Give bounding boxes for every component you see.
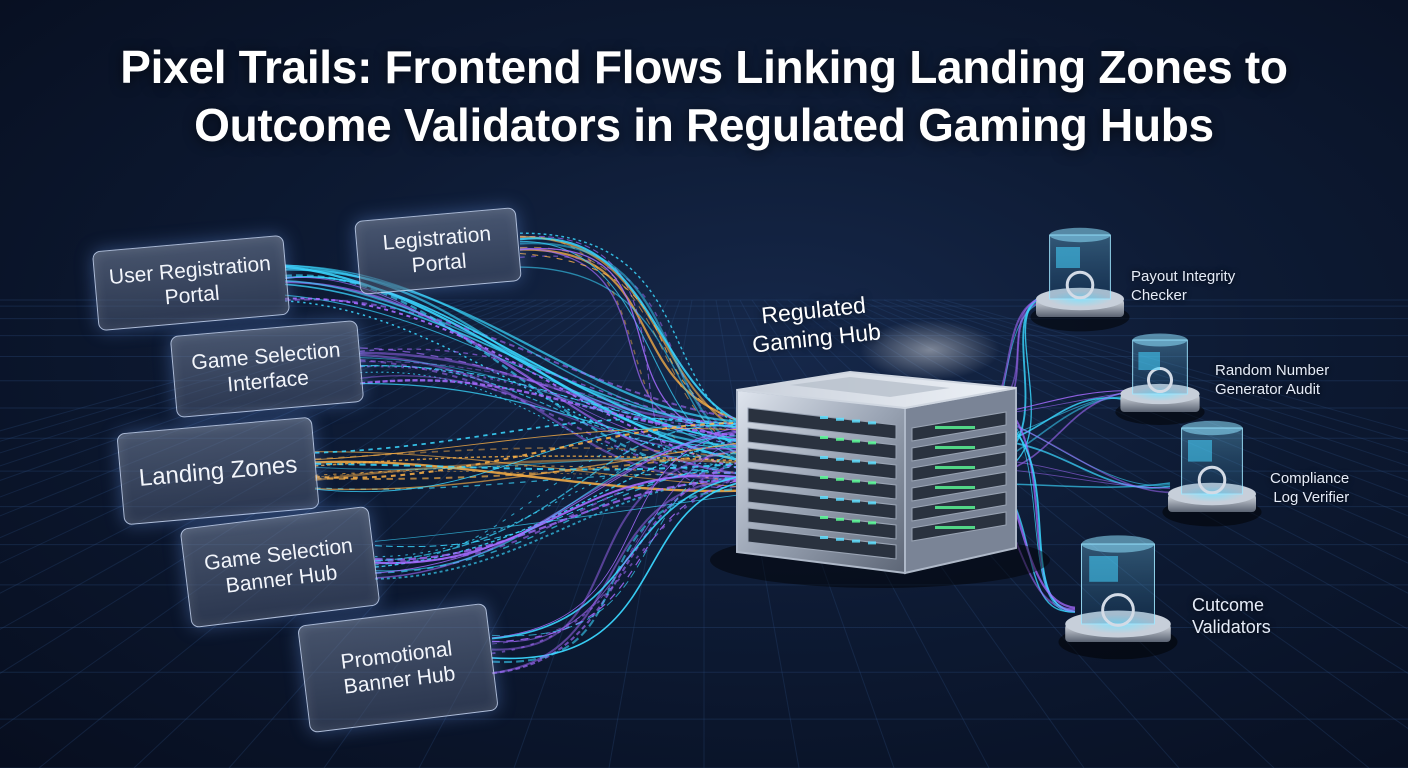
validator-label-line-2: Generator Audit (1215, 380, 1329, 399)
source-label-line-1: Landing Zones (138, 452, 298, 491)
stream-line (375, 478, 745, 579)
validator-label-line-2: Log Verifier (1270, 488, 1349, 507)
validator-label-payout-integrity-checker: Payout Integrity Checker (1131, 267, 1235, 305)
hologram-panel (1089, 556, 1118, 582)
status-led (868, 481, 876, 484)
validator-label-line-1: Payout Integrity (1131, 267, 1235, 286)
status-led (935, 426, 975, 429)
validator-label-line-1: Random Number (1215, 361, 1329, 380)
status-led (836, 438, 844, 441)
status-led (852, 460, 860, 463)
status-led (868, 421, 876, 424)
status-led (836, 458, 844, 461)
validator-label-random-number-generator-audit: Random Number Generator Audit (1215, 361, 1329, 399)
status-led (852, 480, 860, 483)
validator-device (1115, 334, 1204, 425)
validator-label-line-1: Cutcome (1192, 594, 1271, 616)
status-led (820, 516, 828, 519)
status-led (820, 456, 828, 459)
status-led (852, 520, 860, 523)
status-led (935, 466, 975, 469)
status-led (868, 441, 876, 444)
validator-label-outcome-validators: Cutcome Validators (1192, 594, 1271, 638)
validator-label-line-1: Compliance (1270, 469, 1349, 488)
hologram-panel (1138, 352, 1160, 370)
status-led (935, 446, 975, 449)
status-led (868, 461, 876, 464)
status-led (935, 526, 975, 529)
device-glass-top (1082, 535, 1155, 552)
page-title: Pixel Trails: Frontend Flows Linking Lan… (0, 38, 1408, 154)
status-led (836, 518, 844, 521)
status-led (820, 476, 828, 479)
status-led (836, 498, 844, 501)
status-led (852, 540, 860, 543)
status-led (935, 486, 975, 489)
status-led (868, 501, 876, 504)
status-led (852, 500, 860, 503)
hologram-panel (1188, 440, 1212, 462)
status-led (852, 440, 860, 443)
device-glass-top (1050, 228, 1111, 242)
validator-label-line-2: Validators (1192, 616, 1271, 638)
validator-device (1030, 228, 1129, 332)
source-node-landing-zones: Landing Zones (116, 417, 319, 526)
status-led (852, 420, 860, 423)
status-led (836, 478, 844, 481)
status-led (820, 536, 828, 539)
status-led (836, 538, 844, 541)
status-led (820, 436, 828, 439)
hologram-panel (1056, 247, 1080, 268)
device-glass-top (1133, 334, 1188, 347)
status-led (820, 416, 828, 419)
validator-label-line-2: Checker (1131, 286, 1235, 305)
validator-label-compliance-log-verifier: Compliance Log Verifier (1270, 469, 1349, 507)
status-led (820, 496, 828, 499)
title-line-2: Outcome Validators in Regulated Gaming H… (0, 96, 1408, 154)
status-led (868, 521, 876, 524)
device-glass-top (1182, 421, 1243, 435)
status-led (868, 541, 876, 544)
status-led (836, 418, 844, 421)
source-node-legistration-portal: LegistrationPortal (354, 207, 522, 295)
title-line-1: Pixel Trails: Frontend Flows Linking Lan… (0, 38, 1408, 96)
status-led (935, 506, 975, 509)
